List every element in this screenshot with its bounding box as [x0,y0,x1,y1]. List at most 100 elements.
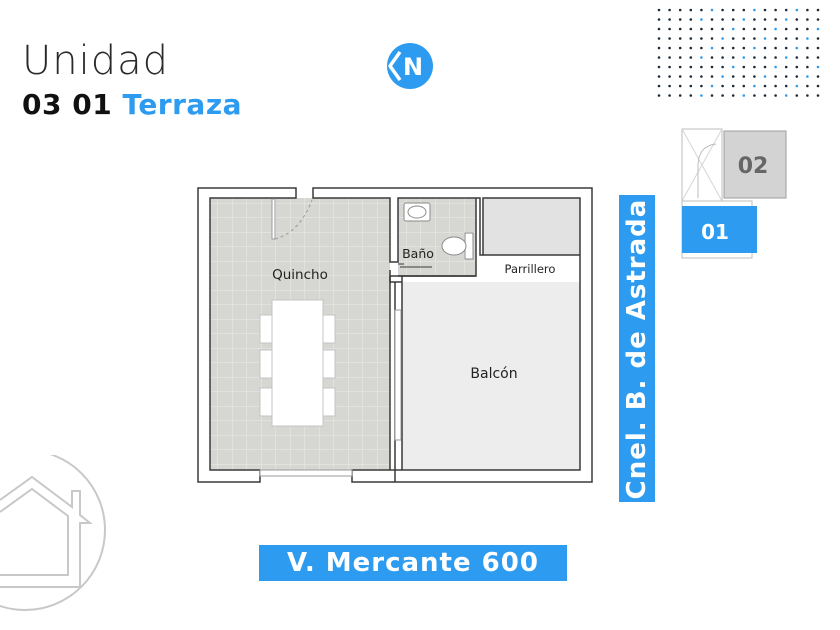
decorative-dot [784,65,788,69]
decorative-dot [700,75,703,78]
decorative-dot [795,94,799,97]
decorative-dot [774,18,777,21]
decorative-dot [816,46,820,50]
decorative-dot [689,8,693,12]
decorative-dot [742,27,746,31]
dining-table [259,299,336,427]
decorative-dot [678,75,682,78]
side-street-label-box: Cnel. B. de Astrada [619,195,655,502]
decorative-dot [731,94,735,97]
parrillero-floor [483,198,580,255]
decorative-dot [710,84,714,88]
decorative-dot [795,75,799,78]
decorative-dot [710,46,714,50]
unit-subtitle: 03 01 Terraza [22,88,242,121]
decorative-dot [742,75,746,78]
decorative-dot [721,8,724,12]
decorative-dot [700,65,703,69]
decorative-dot [668,65,671,69]
decorative-dot [678,84,682,88]
decorative-dot [657,94,661,97]
side-street-label: Cnel. B. de Astrada [622,198,652,499]
decorative-dot [678,56,682,59]
decorative-dot [784,94,788,97]
key-plan: 02 01 [681,128,787,259]
decorative-dot [742,37,746,40]
decorative-dot [668,46,671,50]
decorative-dot [806,94,809,97]
decorative-dot [774,46,777,50]
decorative-dot [657,46,661,50]
decorative-dot [795,65,799,69]
page-title: Unidad [22,38,170,84]
decorative-dot [763,18,767,21]
decorative-dot [721,75,724,78]
decorative-dot [710,8,714,12]
decorative-dot [657,8,661,12]
decorative-dot [774,27,777,31]
decorative-dot [763,94,767,97]
decorative-dot [689,65,693,69]
decorative-dot [721,18,724,21]
decorative-dot [774,56,777,59]
key-unit-01-label: 01 [701,220,729,244]
decorative-dot [731,27,735,31]
walls [197,187,593,483]
decorative-dot [668,27,671,31]
decorative-dot [784,75,788,78]
decorative-dot [806,37,809,40]
decorative-dot [795,37,799,40]
decorative-dot [710,18,714,21]
decorative-dot [806,18,809,21]
decorative-dot [795,84,799,88]
quincho-label: Quincho [272,267,328,283]
decorative-dot [731,84,735,88]
decorative-dot [721,37,724,40]
decorative-dot [678,8,682,12]
decorative-dot [816,65,820,69]
decorative-dot [795,56,799,59]
decorative-dot [784,56,788,59]
decorative-dot [721,94,724,97]
key-unit-02 [723,130,787,199]
windows [259,309,402,477]
balcony-floor [402,282,580,470]
decorative-dot [689,94,693,97]
decorative-dot [668,94,671,97]
decorative-dot [657,56,661,59]
decorative-dot [668,8,671,12]
decorative-dot [816,37,820,40]
decorative-dot [795,46,799,50]
decorative-dot [721,27,724,31]
logo-letter: N [403,53,423,81]
decorative-dot [806,56,809,59]
decorative-dot [689,37,693,40]
decorative-dot [763,84,767,88]
decorative-dot [657,75,661,78]
decorative-dot [816,56,820,59]
decorative-dot [816,75,820,78]
decorative-dot [784,84,788,88]
decorative-dot [753,84,756,88]
decorative-dot [700,46,703,50]
decorative-dot [700,18,703,21]
decorative-dot [753,46,756,50]
decorative-dot [731,8,735,12]
decorative-dot [742,84,746,88]
bano-label: Baño [402,246,434,261]
decorative-dot [742,56,746,59]
decorative-dot [689,84,693,88]
decorative-dot [774,65,777,69]
decorative-dot [742,65,746,69]
decorative-dot [784,18,788,21]
decorative-dot [753,65,756,69]
decorative-dot [763,75,767,78]
decorative-dot [700,27,703,31]
decorative-dot [668,75,671,78]
decorative-dot [784,46,788,50]
decorative-dot [710,65,714,69]
decorative-dot [795,18,799,21]
decorative-dot [668,56,671,59]
decorative-dot [816,84,820,88]
decorative-dot [668,37,671,40]
